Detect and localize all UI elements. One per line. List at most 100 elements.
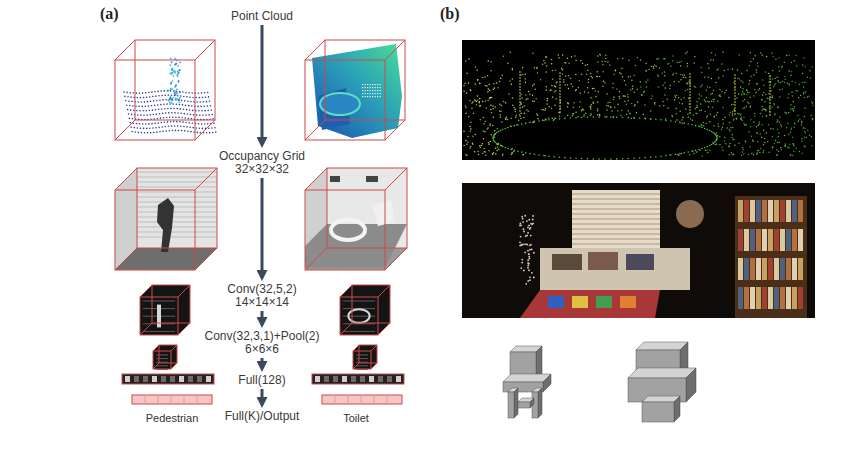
lidar-point	[488, 88, 490, 90]
scan-point	[380, 87, 381, 88]
depth-point	[532, 219, 534, 221]
lidar-point	[769, 98, 771, 100]
scan-point	[183, 126, 185, 128]
lidar-point	[483, 130, 485, 132]
feature-cell	[197, 376, 202, 382]
depth-point	[533, 252, 535, 254]
lidar-point	[551, 107, 553, 109]
scan-point	[170, 121, 172, 123]
lidar-point	[631, 103, 633, 105]
panel-b-art	[462, 40, 815, 422]
lidar-point	[498, 148, 500, 150]
voxel-top	[636, 342, 688, 350]
scan-point	[126, 92, 128, 94]
lidar-point	[488, 84, 490, 86]
lidar-point	[689, 106, 691, 108]
blind-slat	[572, 194, 660, 195]
depth-point	[520, 267, 522, 269]
lidar-point	[551, 117, 553, 119]
lidar-point	[500, 116, 502, 118]
scan-point	[365, 96, 366, 97]
lidar-point	[605, 54, 607, 56]
lidar-point	[687, 151, 689, 153]
scan-point	[148, 123, 150, 125]
lidar-point	[740, 86, 742, 88]
lidar-point	[770, 128, 772, 130]
lidar-point	[701, 109, 703, 111]
lidar-point	[679, 102, 681, 104]
scan-point	[367, 90, 368, 91]
lidar-point	[559, 81, 561, 83]
scan-point	[151, 105, 153, 107]
lidar-point	[683, 122, 685, 124]
scan-point	[159, 99, 161, 101]
lidar-point	[765, 110, 767, 112]
lidar-point	[597, 71, 599, 73]
flow-arrow	[261, 25, 264, 142]
depth-point	[529, 244, 531, 246]
voxel-stripe	[137, 217, 217, 218]
lidar-point	[716, 69, 718, 71]
scan-point	[169, 97, 171, 99]
book	[786, 200, 791, 222]
scan-point	[204, 92, 206, 94]
scan-point	[136, 92, 138, 94]
cube-edge	[135, 40, 215, 120]
lidar-point	[663, 105, 665, 107]
lidar-point	[645, 71, 647, 73]
scan-point	[189, 126, 191, 128]
lidar-point	[629, 113, 631, 115]
lidar-point	[620, 73, 622, 75]
lidar-point	[784, 62, 786, 64]
lidar-point	[801, 138, 803, 140]
lidar-point	[559, 118, 561, 120]
lidar-point	[488, 144, 490, 146]
lidar-point	[790, 75, 792, 77]
lidar-point	[734, 109, 736, 111]
lidar-point	[718, 126, 720, 128]
lidar-point	[630, 89, 632, 91]
lidar-point	[517, 124, 519, 126]
scan-point	[165, 130, 167, 132]
scan-point	[131, 114, 133, 116]
lidar-point	[787, 123, 789, 125]
lidar-point	[784, 76, 786, 78]
scan-point	[124, 96, 126, 98]
lidar-point	[511, 83, 513, 85]
feature-cell	[333, 376, 338, 382]
voxel-stripe	[137, 232, 217, 233]
lidar-point	[469, 100, 471, 102]
lidar-point	[756, 83, 758, 85]
scan-point	[157, 104, 159, 106]
lidar-point	[757, 141, 759, 143]
lidar-point	[795, 55, 797, 57]
lidar-point	[734, 101, 736, 103]
lidar-point	[547, 98, 549, 100]
lidar-point	[790, 129, 792, 131]
depth-point	[529, 279, 531, 281]
lidar-point	[598, 116, 600, 118]
book	[792, 229, 797, 251]
scan-point	[137, 127, 139, 129]
lidar-point	[503, 55, 505, 57]
book	[744, 229, 749, 251]
rug-pattern	[572, 296, 588, 308]
book	[792, 200, 797, 222]
lidar-point	[719, 89, 721, 91]
scan-point	[178, 130, 180, 132]
scan-point	[362, 87, 363, 88]
scan-point	[198, 123, 200, 125]
lidar-point	[613, 99, 615, 101]
lidar-point	[610, 116, 612, 118]
scan-point	[147, 101, 149, 103]
lidar-point	[546, 100, 548, 102]
lidar-point	[675, 154, 677, 156]
lidar-point	[807, 96, 809, 98]
lidar-point	[588, 92, 590, 94]
lidar-point	[536, 68, 538, 70]
lidar-point	[750, 106, 752, 108]
lidar-point	[769, 105, 771, 107]
layer-step: Point Cloud	[228, 10, 296, 23]
scan-point	[161, 122, 163, 124]
lidar-point	[542, 64, 544, 66]
